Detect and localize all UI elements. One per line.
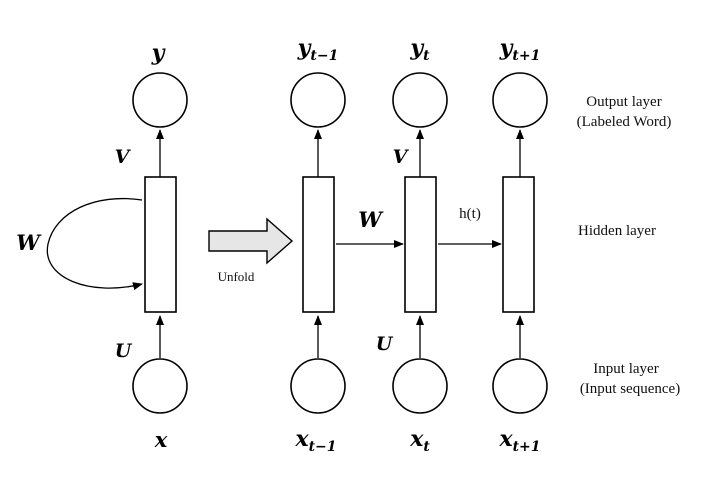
folded-input-node — [132, 358, 188, 414]
hidden-layer-label: Hidden layer — [578, 223, 656, 239]
folded-input-label: x — [154, 427, 168, 452]
unfolded-v-label: V — [393, 146, 410, 168]
unfolded-network: yt−1 yt yt+1 V W h(t) U — [290, 35, 548, 455]
folded-hidden-node — [144, 176, 177, 313]
output-label-t-minus-1: yt−1 — [297, 35, 339, 64]
layer-labels: Output layer (Labeled Word) Hidden layer… — [577, 94, 681, 397]
output-node-t — [392, 72, 448, 128]
folded-w-label: W — [16, 230, 42, 255]
unfold-label: Unfold — [218, 269, 255, 284]
output-layer-sublabel: (Labeled Word) — [577, 114, 672, 130]
input-layer-label: Input layer — [593, 361, 658, 377]
output-label-t: yt — [409, 35, 430, 64]
unfold-arrow: Unfold — [208, 217, 294, 284]
folded-v-label: V — [115, 146, 132, 168]
output-label-t-plus-1: yt+1 — [499, 35, 541, 64]
hidden-node-t-minus-1 — [302, 176, 335, 313]
input-node-t — [392, 358, 448, 414]
output-layer-label: Output layer — [586, 94, 661, 110]
input-node-t-minus-1 — [290, 358, 346, 414]
folded-u-label: U — [115, 340, 133, 362]
folded-output-node — [132, 72, 188, 128]
unfold-arrow-icon — [208, 217, 294, 265]
input-layer-sublabel: (Input sequence) — [580, 381, 680, 397]
input-node-t-plus-1 — [492, 358, 548, 414]
hidden-node-t-plus-1 — [502, 176, 535, 313]
hidden-state-label: h(t) — [459, 206, 481, 222]
unfolded-u-label: U — [376, 333, 394, 355]
folded-network: y V W U x — [16, 40, 188, 452]
output-node-t-minus-1 — [290, 72, 346, 128]
output-node-t-plus-1 — [492, 72, 548, 128]
hidden-node-t — [404, 176, 437, 313]
input-label-t-minus-1: xt−1 — [294, 426, 336, 455]
folded-recurrent-loop — [46, 197, 143, 291]
folded-output-label: y — [151, 40, 167, 66]
input-label-t-plus-1: xt+1 — [498, 426, 540, 455]
input-label-t: xt — [409, 426, 430, 455]
unfolded-w-label: W — [358, 207, 384, 232]
